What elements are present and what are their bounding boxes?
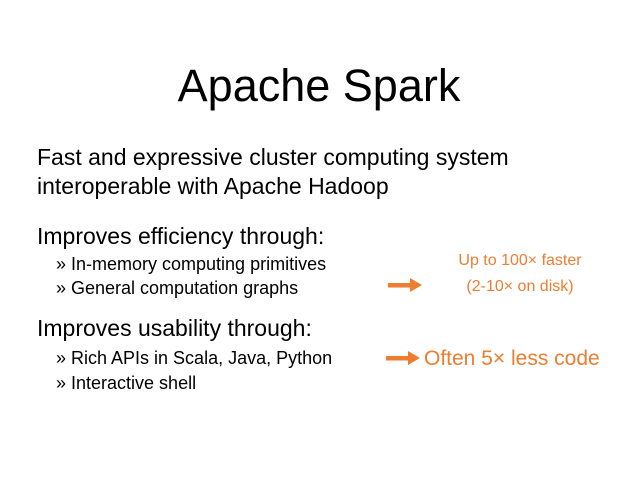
usability-note: Often 5× less code xyxy=(424,347,600,370)
intro-line: Fast and expressive cluster computing sy… xyxy=(37,144,509,170)
efficiency-bullet: » General computation graphs xyxy=(56,278,299,298)
efficiency-bullet: » In-memory computing primitives xyxy=(56,254,327,274)
right-arrow-icon xyxy=(388,278,422,292)
intro-text: Fast and expressive cluster computing sy… xyxy=(37,143,597,201)
right-arrow-icon xyxy=(386,351,420,365)
efficiency-note-speed: Up to 100× faster xyxy=(458,252,582,269)
intro-line: interoperable with Apache Hadoop xyxy=(37,173,389,199)
usability-bullet: » Rich APIs in Scala, Java, Python xyxy=(56,348,333,368)
usability-heading: Improves usability through: xyxy=(37,315,312,341)
slide-title: Apache Spark xyxy=(177,60,461,111)
efficiency-heading: Improves efficiency through: xyxy=(37,223,325,249)
usability-bullet: » Interactive shell xyxy=(56,373,197,393)
efficiency-note-disk: (2-10× on disk) xyxy=(466,278,574,295)
